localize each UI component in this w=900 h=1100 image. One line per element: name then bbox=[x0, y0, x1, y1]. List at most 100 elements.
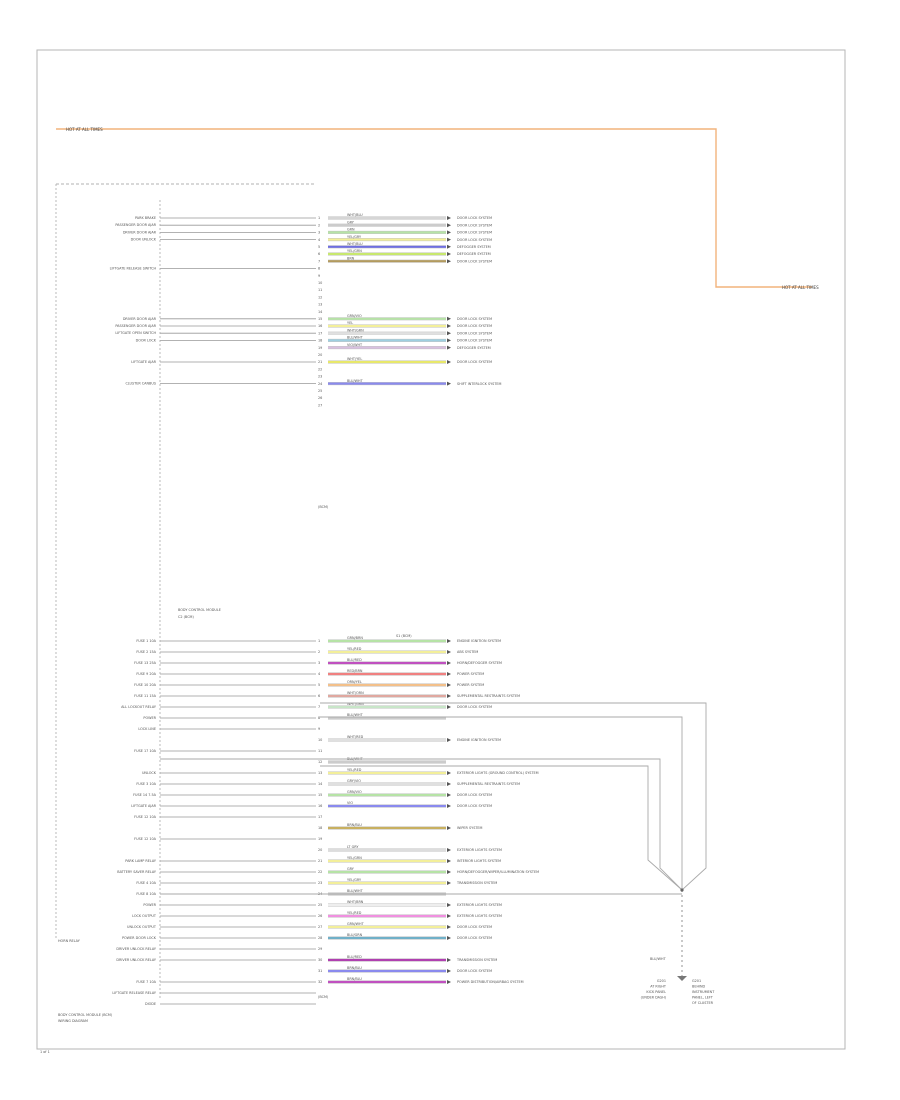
pin-destination: ENGINE IGNITION SYSTEM bbox=[457, 738, 501, 742]
pin-wire-label: VIO/WHT bbox=[347, 343, 363, 347]
pin-number: 31 bbox=[318, 969, 322, 973]
pin-number: 10 bbox=[318, 738, 322, 742]
pin-number: 13 bbox=[318, 771, 322, 775]
left-label: FUSE 8 10A bbox=[136, 892, 156, 896]
pin-destination: POWER SYSTEM bbox=[457, 683, 484, 687]
power-feed: HOT AT ALL TIMES HOT AT ALL TIMES bbox=[56, 127, 819, 290]
pin-number: 18 bbox=[318, 339, 322, 343]
pin-destination: EXTERIOR LIGHTS (GROUND CONTROL) SYSTEM bbox=[457, 771, 539, 775]
pin-wire-label: GRN/VIO bbox=[347, 314, 362, 318]
arrow-icon bbox=[447, 958, 451, 962]
pin-wire-label: BLU/WHT bbox=[347, 713, 364, 717]
pin-wire-label: GRY bbox=[347, 220, 355, 224]
ground-symbol bbox=[677, 976, 687, 981]
arrow-icon bbox=[447, 848, 451, 852]
arrow-icon bbox=[447, 925, 451, 929]
pin-number: 11 bbox=[318, 288, 322, 292]
pin-number: 6 bbox=[318, 694, 320, 698]
left-label: FUSE 13 25A bbox=[134, 661, 157, 665]
left-label: FUSE 7 10A bbox=[136, 980, 156, 984]
arrow-icon bbox=[447, 859, 451, 863]
pin-destination: DOOR LOCK SYSTEM bbox=[457, 238, 492, 242]
arrow-icon bbox=[447, 381, 451, 386]
splice-label: S1 (BCM) bbox=[396, 634, 412, 638]
pin-number: 5 bbox=[318, 683, 320, 687]
pin-destination: DOOR LOCK SYSTEM bbox=[457, 804, 492, 808]
arrow-icon bbox=[447, 936, 451, 940]
pin-destination: POWER DISTRIBUTION/AIRBAG SYSTEM bbox=[457, 980, 524, 984]
pin-number: 5 bbox=[318, 245, 320, 249]
pin-wire-label: WHT/BRN bbox=[347, 900, 364, 904]
left-label: FUSE 14 7.5A bbox=[133, 793, 157, 797]
pin-wire-label: LT GRY bbox=[347, 845, 359, 849]
arrow-icon bbox=[447, 969, 451, 973]
left-label: DRIVER UNLOCK RELAY bbox=[116, 947, 157, 951]
pin-number: 6 bbox=[318, 252, 320, 256]
pin-number: 19 bbox=[318, 346, 322, 350]
ground-wire-label: BLU/WHT bbox=[650, 957, 667, 961]
pin-destination: EXTERIOR LIGHTS SYSTEM bbox=[457, 903, 502, 907]
module-bottom-header-1: BODY CONTROL MODULE bbox=[178, 608, 221, 612]
pin-number: 21 bbox=[318, 859, 322, 863]
pin-number: 1 bbox=[318, 639, 320, 643]
pin-destination: DOOR LOCK SYSTEM bbox=[457, 331, 492, 335]
left-label: LIFTGATE RELEASE RELAY bbox=[112, 991, 157, 995]
arrow-icon bbox=[447, 338, 451, 343]
ground-route-3 bbox=[160, 758, 683, 891]
module-top-footer: (BCM) bbox=[318, 505, 329, 509]
ground-label: PANEL, LEFT bbox=[692, 996, 714, 1000]
pin-destination: WIPER SYSTEM bbox=[457, 826, 483, 830]
pin-destination: HORN/DEFOGGER SYSTEM bbox=[457, 661, 502, 665]
pin-wire-label: BLU/WHT bbox=[347, 379, 364, 383]
pin-number: 2 bbox=[318, 223, 320, 227]
left-label: UNLOCK OUTPUT bbox=[127, 925, 157, 929]
pin-wire-label: YEL/RED bbox=[347, 647, 362, 651]
pin-wire-label: BLU/WHT bbox=[347, 336, 364, 340]
module-bottom: BODY CONTROL MODULE C2 (BCM) S1 (BCM) FU… bbox=[112, 608, 539, 1006]
left-label: PASSENGER DOOR AJAR bbox=[115, 223, 156, 227]
pin-number: 26 bbox=[318, 396, 322, 400]
arrow-icon bbox=[447, 672, 451, 676]
left-label: DOOR LOCK bbox=[136, 338, 157, 342]
left-label: FUSE 1 10A bbox=[136, 639, 156, 643]
left-label: POWER bbox=[143, 716, 156, 720]
ground-route-4 bbox=[320, 765, 683, 891]
pin-destination: DOOR LOCK SYSTEM bbox=[457, 223, 492, 227]
ground-label: KICK PANEL bbox=[646, 990, 666, 994]
left-label: FUSE 12 10A bbox=[134, 837, 157, 841]
horn-relay-label: HORN RELAY bbox=[58, 939, 81, 943]
ground-label: OF CLUSTER bbox=[692, 1001, 714, 1005]
pin-wire-label: BRN/BLU bbox=[347, 823, 362, 827]
pin-number: 30 bbox=[318, 958, 322, 962]
ground-route-1 bbox=[320, 702, 707, 891]
pin-wire-label: YEL/GRN bbox=[347, 856, 362, 860]
pin-wire-label: BRN/BLU bbox=[347, 966, 362, 970]
ground-label: (UNDER DASH) bbox=[641, 996, 667, 1000]
left-label: FUSE 12 10A bbox=[134, 815, 157, 819]
pin-wire-label: WHT/ORN bbox=[347, 691, 364, 695]
left-label: LIFTGATE RELEASE SWITCH bbox=[110, 266, 157, 270]
pin-destination: DOOR LOCK SYSTEM bbox=[457, 936, 492, 940]
pin-wire-label: BRN bbox=[347, 256, 355, 260]
pin-destination: DOOR LOCK SYSTEM bbox=[457, 969, 492, 973]
pin-destination: DOOR LOCK SYSTEM bbox=[457, 339, 492, 343]
pin-destination: DEFOGGER SYSTEM bbox=[457, 252, 491, 256]
left-label: PARK LAMP RELAY bbox=[125, 859, 157, 863]
pin-destination: TRANSMISSION SYSTEM bbox=[456, 881, 497, 885]
pin-number: 1 bbox=[318, 216, 320, 220]
arrow-icon bbox=[447, 914, 451, 918]
pin-wire-label: YEL/GRY bbox=[347, 235, 362, 239]
pin-destination: DOOR LOCK SYSTEM bbox=[457, 925, 492, 929]
left-label: UNLOCK bbox=[142, 771, 157, 775]
pin-number: 23 bbox=[318, 375, 322, 379]
arrow-icon bbox=[447, 870, 451, 874]
pin-wire-label: BLU/RED bbox=[347, 955, 362, 959]
pin-wire-label: VIO bbox=[347, 801, 353, 805]
arrow-icon bbox=[447, 694, 451, 698]
pin-number: 4 bbox=[318, 238, 320, 242]
arrow-icon bbox=[447, 903, 451, 907]
